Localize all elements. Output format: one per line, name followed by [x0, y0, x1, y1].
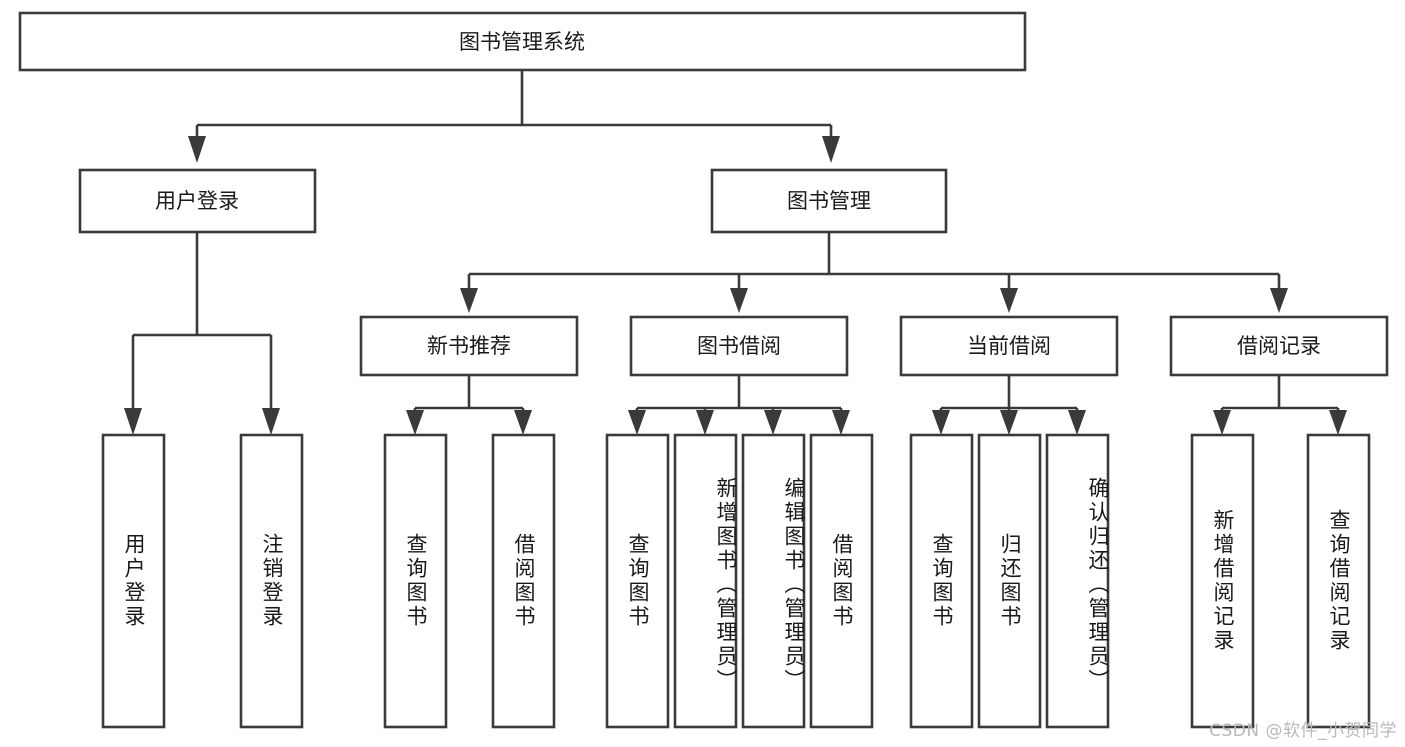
node-root-box: [18, 11, 1027, 72]
arrow-to-leaf-borrow-book-nbr: [514, 410, 532, 435]
node-book-borrow[interactable]: 图书借阅: [629, 315, 849, 377]
node-book-borrow-box: [629, 315, 849, 377]
leaf-box-query-borrow-record[interactable]: [1306, 433, 1371, 729]
node-root-book-management-system[interactable]: 图书管理系统: [18, 11, 1027, 72]
node-user-login-label: 用户登录: [155, 189, 239, 213]
csdn-watermark: CSDN @软件_小贺同学: [1209, 721, 1397, 741]
leaf-box-query-book-cb[interactable]: [909, 433, 974, 729]
leaf-box-borrow-book-nbr[interactable]: [491, 433, 556, 729]
arrow-to-leaf-logout: [262, 408, 280, 435]
leaf-box-confirm-return[interactable]: [1045, 433, 1110, 729]
node-new-book-recommend[interactable]: 新书推荐: [359, 315, 579, 377]
node-book-borrow-label: 图书借阅: [697, 334, 781, 358]
arrow-to-leaf-borrow-book-bb: [832, 410, 850, 435]
leaf-box-edit-book[interactable]: [741, 433, 806, 729]
arrow-to-current-borrow: [1000, 288, 1018, 313]
leaf-box-user-login[interactable]: [101, 433, 166, 729]
arrow-to-book-borrow: [730, 288, 748, 313]
arrow-to-leaf-confirm-return: [1068, 410, 1086, 435]
node-borrow-record[interactable]: 借阅记录: [1169, 315, 1389, 377]
arrow-to-user-login: [188, 136, 206, 163]
arrow-to-leaf-query-book-nbr: [406, 410, 424, 435]
arrow-to-leaf-edit-book: [764, 410, 782, 435]
node-new-book-recommend-label: 新书推荐: [427, 334, 511, 358]
arrow-to-leaf-query-borrow-record: [1329, 410, 1347, 435]
leaf-box-query-book-bb[interactable]: [605, 433, 670, 729]
arrow-to-new-book-recommend: [460, 288, 478, 313]
node-new-book-recommend-box: [359, 315, 579, 377]
node-current-borrow-label: 当前借阅: [967, 334, 1051, 358]
node-current-borrow[interactable]: 当前借阅: [899, 315, 1119, 377]
node-book-management-label: 图书管理: [787, 189, 871, 213]
leaf-box-logout[interactable]: [239, 433, 304, 729]
arrow-to-leaf-return-book: [1000, 410, 1018, 435]
arrow-to-book-management: [822, 136, 840, 163]
arrow-to-leaf-user-login: [124, 408, 142, 435]
arrow-to-borrow-record: [1270, 288, 1288, 313]
leaf-box-borrow-book-bb[interactable]: [809, 433, 874, 729]
arrow-to-leaf-add-borrow-record: [1213, 410, 1231, 435]
node-book-management-box: [710, 168, 948, 234]
arrow-to-leaf-add-book: [696, 410, 714, 435]
arrow-to-leaf-query-book-cb: [932, 410, 950, 435]
node-borrow-record-label: 借阅记录: [1237, 334, 1321, 358]
leaf-box-add-borrow-record[interactable]: [1190, 433, 1255, 729]
node-current-borrow-box: [899, 315, 1119, 377]
node-borrow-record-box: [1169, 315, 1389, 377]
leaf-box-return-book[interactable]: [977, 433, 1042, 729]
node-user-login[interactable]: 用户登录: [78, 168, 317, 234]
arrow-to-leaf-query-book-bb: [628, 410, 646, 435]
leaf-box-add-book[interactable]: [673, 433, 738, 729]
leaf-box-query-book-nbr[interactable]: [383, 433, 448, 729]
node-book-management[interactable]: 图书管理: [710, 168, 948, 234]
node-root-label: 图书管理系统: [459, 30, 585, 54]
